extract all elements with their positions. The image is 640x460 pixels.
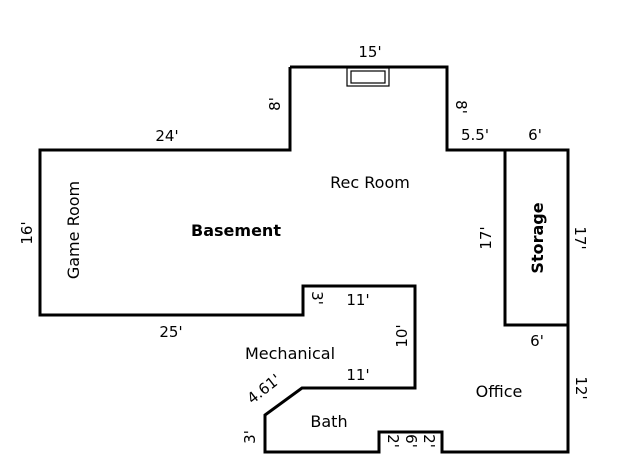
dim-diagonal: 4.61' <box>244 370 285 407</box>
fireplace-icon <box>346 67 390 87</box>
outer-wall <box>38 65 570 454</box>
dim-office-right: 12' <box>572 376 590 399</box>
dim-storage-left: 17' <box>477 226 495 249</box>
dim-game-room-top: 24' <box>155 127 178 145</box>
room-label-game-room: Game Room <box>64 181 83 279</box>
dim-bath-left: 3' <box>241 430 259 444</box>
room-label-office: Office <box>476 382 523 401</box>
room-label-mechanical: Mechanical <box>245 344 335 363</box>
dim-step-bottom-left: 2' <box>384 434 402 448</box>
room-label-storage: Storage <box>528 202 547 273</box>
dim-storage-top: 6' <box>528 126 542 144</box>
dim-step-bottom-right: 2' <box>420 434 438 448</box>
dim-game-room-bottom: 25' <box>159 323 182 341</box>
dim-mechanical-top: 11' <box>346 291 369 309</box>
dim-top-left-height: 8' <box>266 97 284 111</box>
dim-mechanical-bottom: 11' <box>346 366 369 384</box>
dim-storage-bottom: 6' <box>530 332 544 350</box>
room-label-basement: Basement <box>191 221 281 240</box>
storage-wall <box>503 150 568 327</box>
dim-storage-right: 17' <box>571 226 589 249</box>
room-label-bath: Bath <box>310 412 347 431</box>
dim-mechanical-right: 10' <box>393 324 411 347</box>
dim-top-right-height: 8' <box>452 100 470 114</box>
dim-step-right: 5.5' <box>461 126 489 144</box>
dim-game-room-left: 16' <box>18 221 36 244</box>
dim-notch-height: 3' <box>308 291 326 305</box>
room-label-rec-room: Rec Room <box>330 173 410 192</box>
dim-step-bottom-mid: 6' <box>402 434 420 448</box>
dim-top-width: 15' <box>358 43 381 61</box>
